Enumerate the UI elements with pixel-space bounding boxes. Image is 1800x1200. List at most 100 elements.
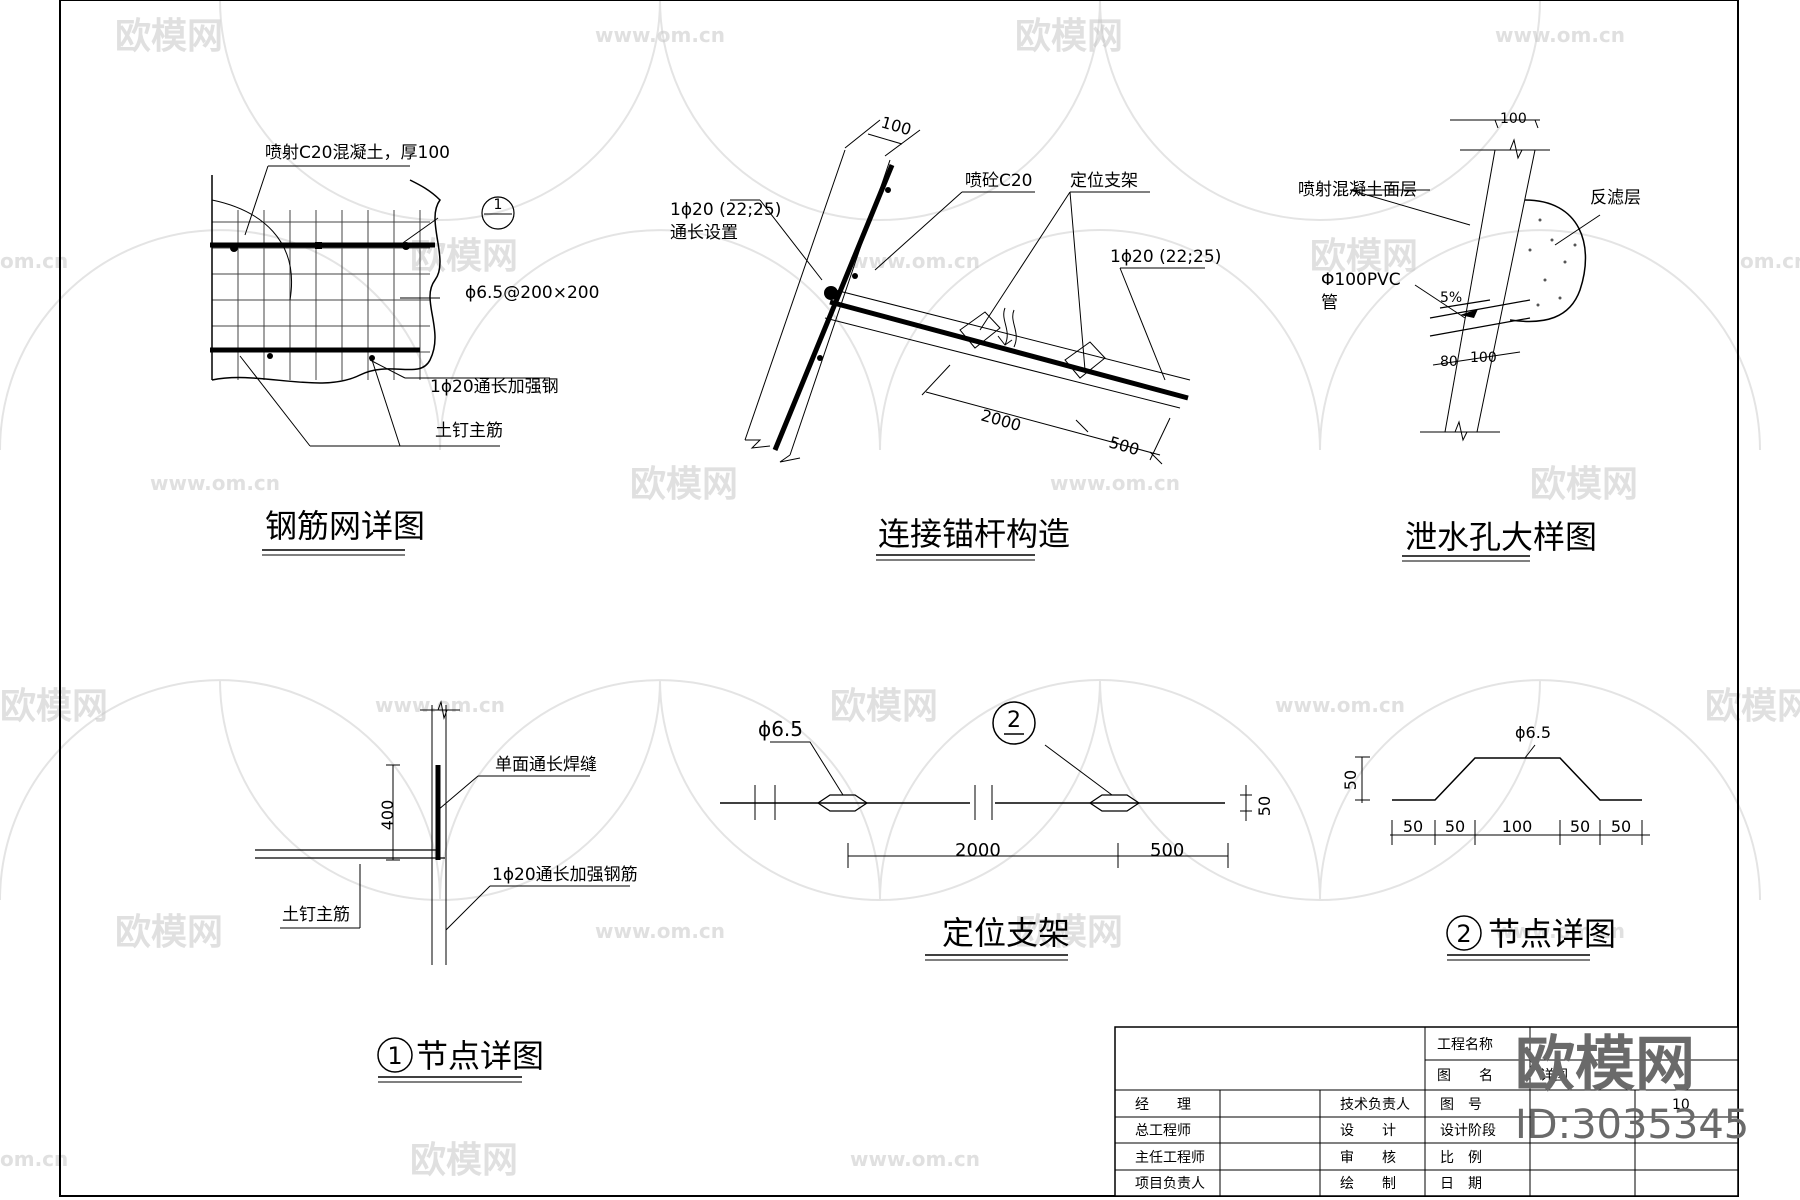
- watermark-texts: 欧模网 www.om.cn 欧模网 www.om.cn om.cn 欧模网 ww…: [0, 16, 1800, 1181]
- id-overlay: ID:3035345: [1515, 1102, 1749, 1148]
- ref-number: 2: [1007, 708, 1021, 733]
- mesh-grid: [211, 210, 430, 380]
- row-left-label: 总工程师: [1135, 1123, 1191, 1139]
- dim-seg: 50: [1403, 817, 1423, 836]
- title-circle: [1446, 915, 1482, 951]
- watermark-layer: [0, 0, 1761, 901]
- dim-seg: 100: [1502, 817, 1533, 836]
- bar-label: 1ϕ20通长加强钢: [430, 377, 559, 397]
- shotcrete-patch-edge: [211, 199, 292, 301]
- row-left-label: 主任工程师: [1135, 1150, 1205, 1166]
- watermark-url: om.cn: [0, 249, 68, 273]
- ref-number: 1: [494, 197, 503, 213]
- watermark-url: www.om.cn: [850, 1147, 980, 1171]
- bracket-label: 定位支架: [1070, 171, 1138, 191]
- watermark-url: www.om.cn: [1050, 471, 1180, 495]
- dim-400: 400: [378, 800, 397, 831]
- row-left-label: 项目负责人: [1135, 1176, 1205, 1192]
- design-stage-label: 设计阶段: [1440, 1123, 1496, 1139]
- nail-label: 土钉主筋: [435, 421, 503, 441]
- dim-b: 100: [1470, 350, 1497, 366]
- nail-square: [315, 242, 322, 249]
- drawing-no-value: 10: [1672, 1097, 1690, 1113]
- pipe-sub: 管: [1321, 293, 1338, 313]
- dim-seg: 50: [1570, 817, 1590, 836]
- title-number: 1: [387, 1042, 402, 1070]
- anchor-title: 连接锚杆构造: [878, 515, 1070, 553]
- dia-label: ϕ6.5: [1515, 723, 1551, 742]
- date-label: 日 期: [1440, 1176, 1482, 1192]
- pipe-label: Φ100PVC: [1321, 270, 1401, 290]
- watermark-url: www.om.cn: [595, 919, 725, 943]
- drawing-frame: [59, 0, 1739, 1197]
- watermark-brand: 欧模网: [630, 464, 738, 505]
- shotcrete-label: 喷射C20混凝土，厚100: [265, 143, 450, 163]
- anchor-rod: [824, 289, 1191, 409]
- mesh-leaders: [239, 165, 550, 447]
- bracket-title: 定位支架: [942, 914, 1070, 952]
- node1-detail: 单面通长焊缝 400 1ϕ20通长加强钢筋 土钉主筋 1 节点详图: [255, 700, 638, 1083]
- watermark-url: om.cn: [0, 1147, 68, 1171]
- watermark-brand: 欧模网: [1310, 236, 1418, 277]
- watermark-brand: 欧模网: [115, 912, 223, 953]
- nail-dot: [369, 355, 375, 361]
- watermark-brand: 欧模网: [830, 686, 938, 727]
- watermark-url: www.om.cn: [1495, 23, 1625, 47]
- watermark-brand: 欧模网: [0, 686, 108, 727]
- watermark-url: www.om.cn: [1495, 919, 1625, 943]
- nail-dot: [402, 242, 410, 250]
- dim-a: 80: [1440, 354, 1458, 370]
- title-number: 2: [1456, 920, 1471, 948]
- bar-label: 1ϕ20通长加强钢筋: [492, 865, 638, 885]
- brand-overlay: 欧模网: [1515, 1030, 1695, 1100]
- nail-label: 土钉主筋: [282, 905, 350, 925]
- drawing-no-label: 图 号: [1440, 1097, 1482, 1113]
- dim-seg: 50: [1611, 817, 1631, 836]
- scale-label: 比 例: [1440, 1150, 1482, 1166]
- weld-label: 单面通长焊缝: [495, 755, 597, 775]
- dim-2000: 2000: [955, 840, 1001, 861]
- bar1-label: 1ϕ20 (22;25): [670, 200, 781, 220]
- watermark-url: www.om.cn: [595, 23, 725, 47]
- bracket-detail: ϕ6.5 2 2000 500 50 定位支架: [720, 701, 1274, 961]
- watermark-url: om.cn: [1740, 249, 1800, 273]
- watermark-brand: 欧模网: [1705, 686, 1800, 727]
- slope-label: 5%: [1440, 290, 1462, 306]
- watermark-brand: 欧模网: [1530, 464, 1638, 505]
- wall-bar: [772, 164, 895, 451]
- dim-100: 100: [879, 113, 914, 140]
- face-label: 喷射混凝土面层: [1298, 180, 1417, 200]
- bar2-label: 1ϕ20 (22;25): [1110, 247, 1221, 267]
- dim-seg: 50: [1445, 817, 1465, 836]
- watermark-url: www.om.cn: [1275, 693, 1405, 717]
- watermark-url: www.om.cn: [850, 249, 980, 273]
- watermark-brand: 欧模网: [410, 236, 518, 277]
- ref-circle: [481, 196, 515, 230]
- dim-h: 50: [1341, 770, 1360, 790]
- node1-title: 节点详图: [416, 1037, 544, 1075]
- mesh-detail: 1 喷射C20混凝土，厚100 ϕ6.5@200×200 1ϕ20通长加强钢 土…: [210, 143, 599, 556]
- row-mid-label: 绘 制: [1340, 1176, 1396, 1192]
- dim-top: 100: [1500, 111, 1527, 127]
- ref-circle: [992, 701, 1036, 745]
- row-mid-label: 设 计: [1340, 1123, 1396, 1139]
- watermark-brand: 欧模网: [115, 16, 223, 57]
- watermark-brand: 欧模网: [1015, 912, 1123, 953]
- project-name-label: 工程名称: [1437, 1037, 1493, 1053]
- row-mid-label: 技术负责人: [1340, 1097, 1410, 1113]
- dia-label: ϕ6.5: [758, 717, 803, 741]
- filter-dots: [1528, 218, 1577, 307]
- nail-dot: [230, 244, 238, 252]
- dim-500: 500: [1150, 840, 1184, 861]
- title-block: 工程名称 图 名 详图 图 号 10 设计阶段 比 例 日 期 经 理 技术负责…: [1114, 1026, 1739, 1197]
- row-left-label: 经 理: [1135, 1097, 1191, 1113]
- title-circle: [377, 1037, 413, 1073]
- node2-title: 节点详图: [1488, 915, 1616, 953]
- drain-title: 泄水孔大样图: [1405, 518, 1597, 556]
- drawing-name-label: 图 名: [1437, 1068, 1493, 1084]
- drain-detail: 100 喷射混凝土面层 反滤层 Φ100PVC 管 5% 80 100 泄水孔大…: [1298, 111, 1641, 562]
- mesh-spacing-label: ϕ6.5@200×200: [465, 283, 599, 303]
- dim-50: 50: [1255, 796, 1274, 816]
- nail-dot: [267, 353, 273, 359]
- watermark-url: www.om.cn: [150, 471, 280, 495]
